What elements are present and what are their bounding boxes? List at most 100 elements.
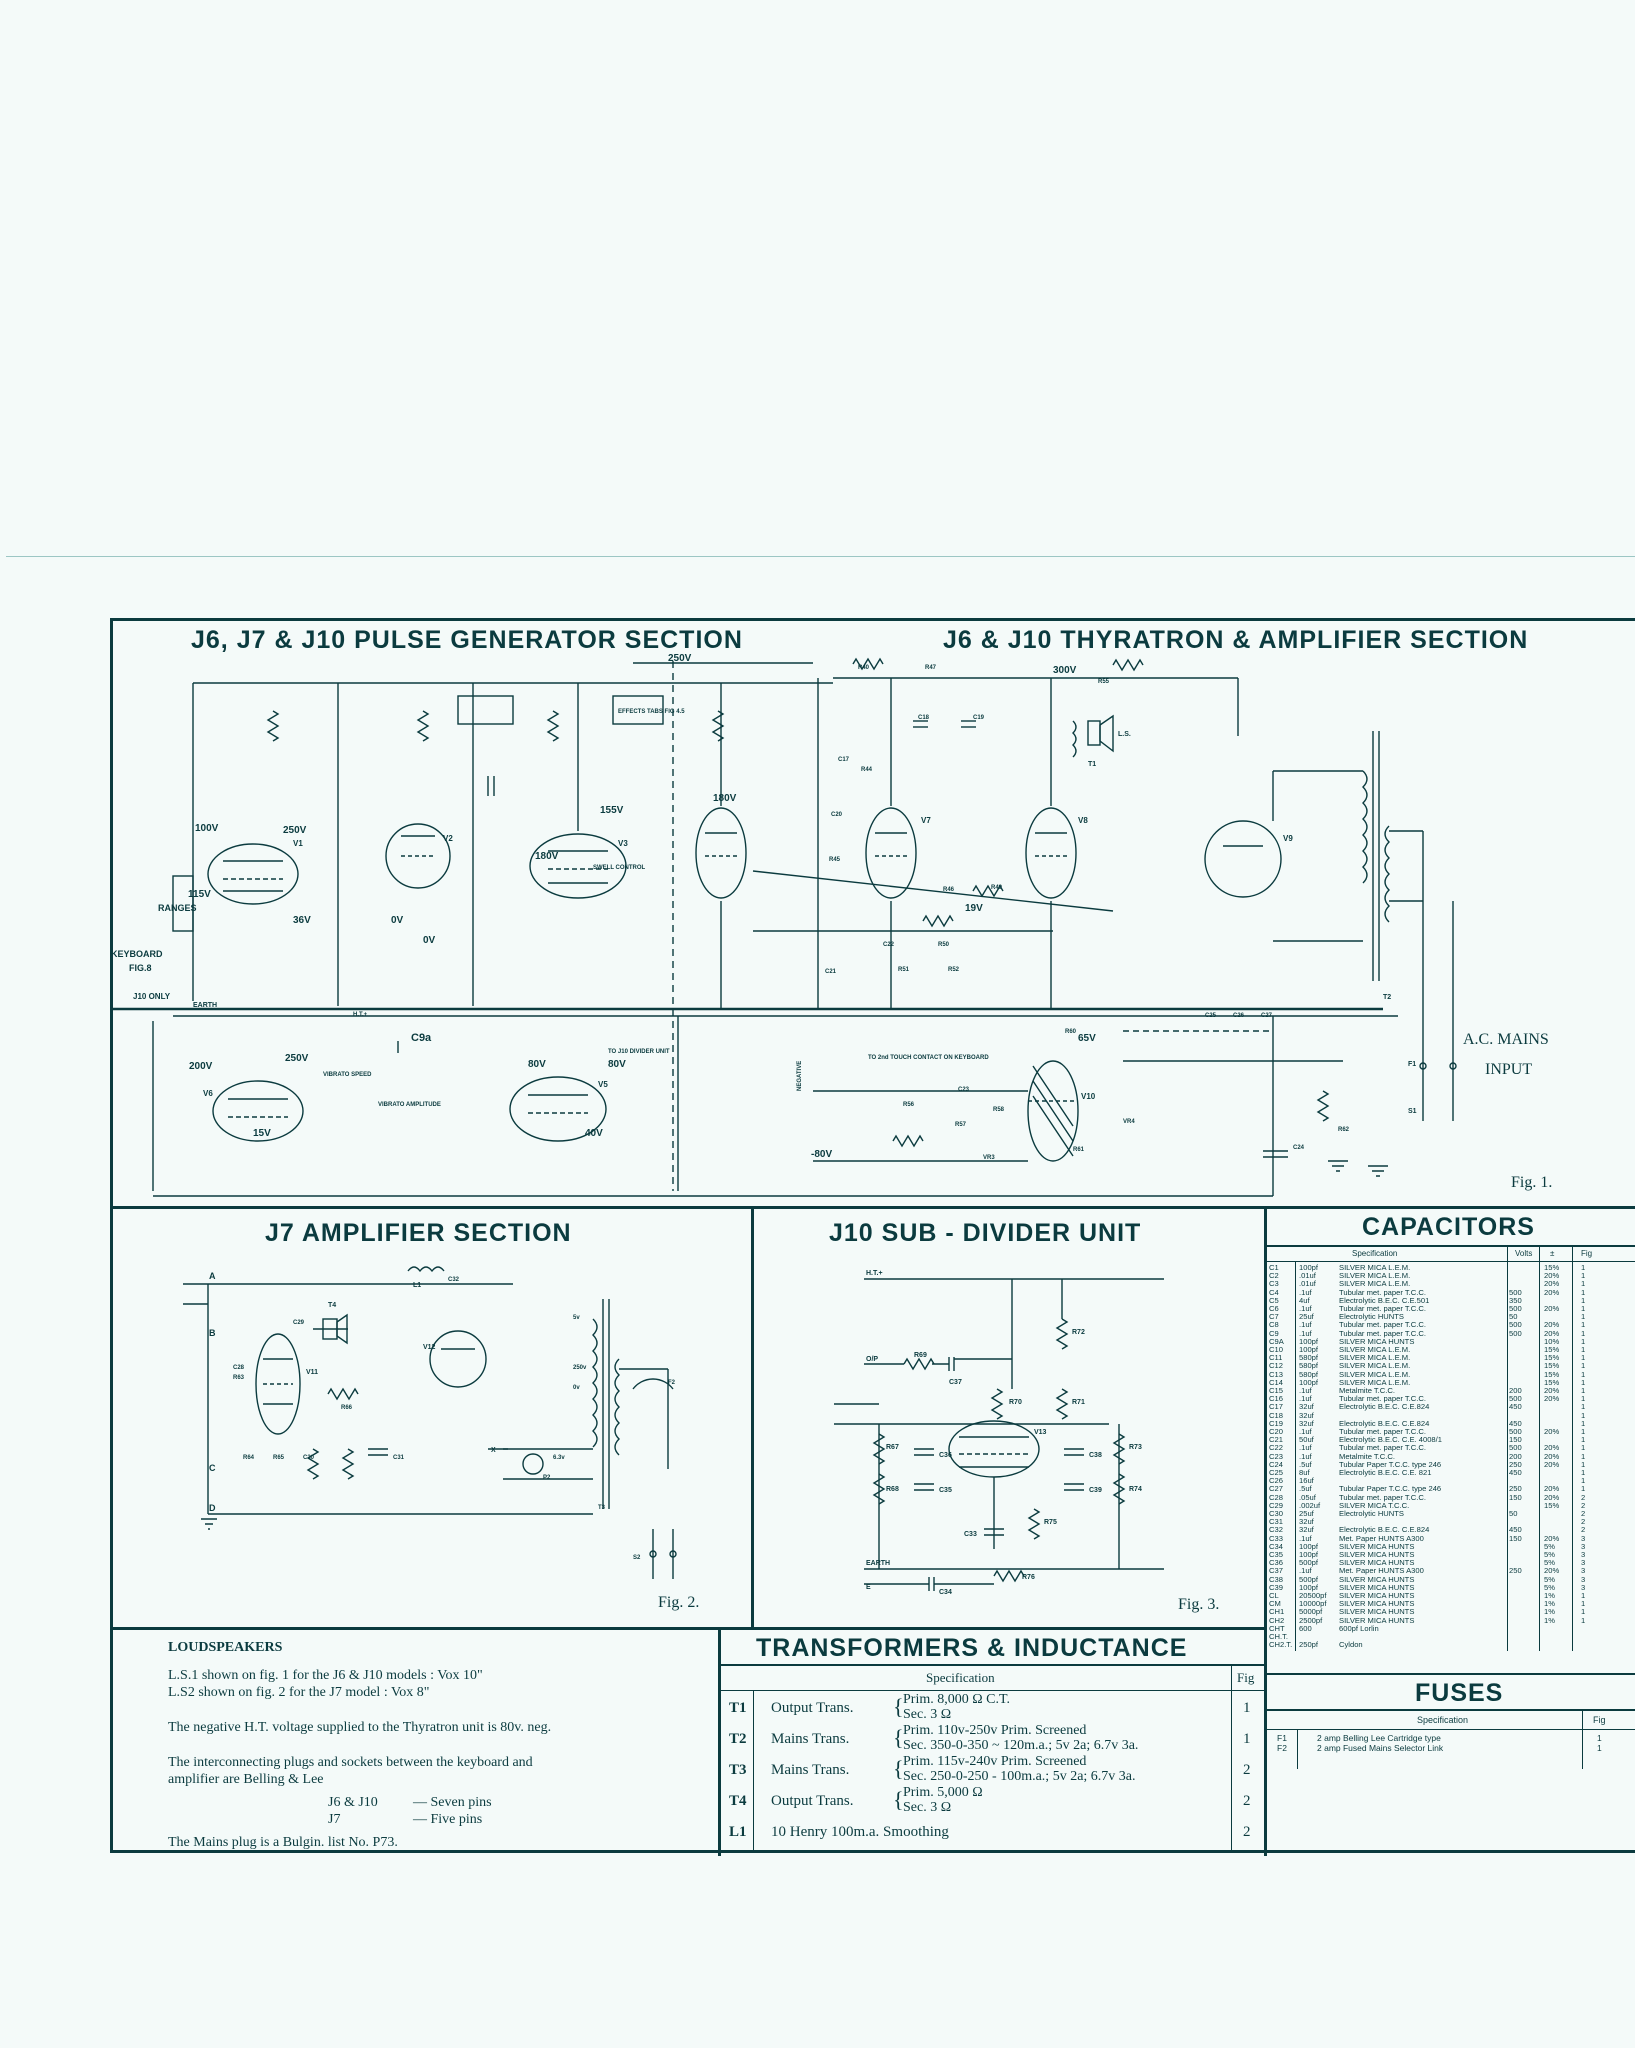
fuse-spec: 2 amp Belling Lee Cartridge type bbox=[1317, 1733, 1441, 1743]
capacitor-cell: Tubular met. paper T.C.C. bbox=[1339, 1427, 1426, 1436]
capacitor-cell: 500 bbox=[1509, 1287, 1522, 1297]
capacitor-cell: 2 bbox=[1581, 1525, 1586, 1535]
transformer-fig: 2 bbox=[1243, 1793, 1251, 1809]
capacitor-cell: Cyldon bbox=[1339, 1640, 1363, 1650]
capacitor-cell: 1 bbox=[1581, 1312, 1586, 1322]
label-300v: 300V bbox=[1053, 665, 1077, 676]
capacitor-cell: 1 bbox=[1581, 1615, 1586, 1625]
fuses-subheader-rule bbox=[1267, 1729, 1635, 1730]
capacitor-cell: SILVER MICA HUNTS bbox=[1339, 1558, 1415, 1568]
fig3-label-r68: R68 bbox=[886, 1486, 899, 1493]
capacitor-cell: 500 bbox=[1509, 1304, 1522, 1313]
label-250v-v6: 250V bbox=[285, 1053, 309, 1064]
capacitor-cell: SILVER MICA L.E.M. bbox=[1339, 1263, 1411, 1272]
fig3-label-r73: R73 bbox=[1129, 1444, 1142, 1451]
fig2-label-f2: F2 bbox=[668, 1380, 676, 1386]
capacitors-col-rule-1 bbox=[1295, 1261, 1296, 1651]
label-r57: R57 bbox=[955, 1122, 967, 1128]
fig1-schematic: 250V 300V 100V 250V 115V 36V 0V 0V 180V … bbox=[113, 653, 1457, 1197]
capacitor-cell: 1 bbox=[1581, 1279, 1586, 1289]
transformer-spec-primary: Prim. 115v-240v Prim. Screened bbox=[903, 1754, 1087, 1769]
capacitor-cell: Tubular met. paper T.C.C. bbox=[1339, 1320, 1426, 1330]
capacitor-cell: C9 bbox=[1269, 1328, 1279, 1338]
capacitor-cell: C11 bbox=[1269, 1353, 1283, 1363]
fig2-label-r64: R64 bbox=[243, 1455, 255, 1461]
capacitor-row: CH.T. bbox=[1269, 1632, 1635, 1641]
label-c27: C27 bbox=[1261, 1013, 1273, 1019]
capacitor-cell: Tubular met. paper T.C.C. bbox=[1339, 1443, 1426, 1453]
capacitor-cell: 1 bbox=[1581, 1386, 1586, 1395]
label-v2: V2 bbox=[443, 834, 453, 843]
capacitor-cell: .1uf bbox=[1299, 1394, 1312, 1404]
capacitor-cell: 1 bbox=[1581, 1328, 1586, 1338]
capacitor-cell: 1 bbox=[1581, 1451, 1586, 1461]
label-divider-unit: TO J10 DIVIDER UNIT bbox=[608, 1049, 670, 1055]
capacitor-cell: C6 bbox=[1269, 1304, 1279, 1313]
fuse-fig: 1 bbox=[1597, 1743, 1602, 1753]
label-80v: 80V bbox=[528, 1059, 546, 1070]
fig2-label-c30: C30 bbox=[303, 1455, 315, 1461]
capacitor-cell: 1% bbox=[1544, 1607, 1555, 1617]
capacitors-header-volts: Volts bbox=[1515, 1249, 1533, 1258]
capacitor-cell: SILVER MICA HUNTS bbox=[1339, 1607, 1415, 1617]
capacitor-cell: C3 bbox=[1269, 1279, 1279, 1289]
capacitor-cell: 15% bbox=[1544, 1263, 1560, 1272]
ls-note-para1: The negative H.T. voltage supplied to th… bbox=[168, 1720, 552, 1735]
fig2-panel: J7 AMPLIFIER SECTION Fig. 2. bbox=[113, 1209, 751, 1627]
notes-transformers-divider bbox=[718, 1627, 721, 1856]
ls-plug2-model: J7 bbox=[328, 1812, 341, 1827]
page-top-rule bbox=[6, 556, 1635, 557]
capacitor-cell: 1 bbox=[1581, 1591, 1586, 1600]
capacitor-cell: C26 bbox=[1269, 1476, 1283, 1486]
label-vibrato-amplitude: VIBRATO AMPLITUDE bbox=[378, 1102, 441, 1108]
capacitor-cell: 150 bbox=[1509, 1435, 1522, 1445]
capacitor-cell: 1% bbox=[1544, 1591, 1555, 1600]
label-r61: R61 bbox=[1073, 1147, 1085, 1153]
capacitor-cell: 1 bbox=[1581, 1410, 1586, 1420]
fig3-label-r75: R75 bbox=[1044, 1519, 1057, 1526]
label-v10: V10 bbox=[1081, 1092, 1096, 1101]
capacitor-cell: .01uf bbox=[1299, 1279, 1316, 1289]
capacitor-cell: Metalmite T.C.C. bbox=[1339, 1386, 1395, 1395]
capacitor-cell: 450 bbox=[1509, 1418, 1522, 1428]
capacitor-cell: C31 bbox=[1269, 1517, 1283, 1527]
capacitor-cell: 1 bbox=[1581, 1287, 1586, 1297]
capacitor-cell: 15% bbox=[1544, 1361, 1560, 1371]
transformer-spec-secondary: Sec. 3 Ω bbox=[903, 1800, 952, 1815]
transformer-name: Mains Trans. bbox=[771, 1731, 850, 1747]
fig2-label-p2: P2 bbox=[543, 1475, 551, 1481]
capacitor-cell: 250 bbox=[1509, 1566, 1522, 1576]
capacitor-cell: 20% bbox=[1544, 1271, 1560, 1281]
loudspeakers-panel: LOUDSPEAKERS L.S.1 shown on fig. 1 for t… bbox=[113, 1630, 718, 1850]
capacitor-cell: C21 bbox=[1269, 1435, 1283, 1445]
label-negative: NEGATIVE bbox=[797, 1061, 803, 1091]
capacitor-cell: 32uf bbox=[1299, 1525, 1314, 1535]
fig2-label-c29: C29 bbox=[293, 1320, 305, 1326]
capacitor-cell: 1 bbox=[1581, 1320, 1586, 1330]
label-100v: 100V bbox=[195, 823, 219, 834]
capacitor-cell: 4uf bbox=[1299, 1295, 1310, 1305]
label-80v-b: 80V bbox=[608, 1059, 626, 1070]
label-15v: 15V bbox=[253, 1128, 271, 1139]
capacitor-cell: 1 bbox=[1581, 1377, 1586, 1387]
capacitor-cell: 100pf bbox=[1299, 1336, 1319, 1346]
capacitor-cell: .1uf bbox=[1299, 1427, 1312, 1436]
fig2-label-c32: C32 bbox=[448, 1277, 460, 1283]
capacitor-cell: Tubular met. paper T.C.C. bbox=[1339, 1328, 1426, 1338]
j7-amplifier-title: J7 AMPLIFIER SECTION bbox=[265, 1219, 572, 1247]
capacitor-cell: 1 bbox=[1581, 1369, 1586, 1379]
label-c23: C23 bbox=[958, 1087, 970, 1093]
capacitor-cell: 350 bbox=[1509, 1295, 1522, 1305]
capacitor-cell: 1 bbox=[1581, 1599, 1586, 1609]
capacitor-cell: 3 bbox=[1581, 1558, 1586, 1568]
label-r52: R52 bbox=[948, 967, 960, 973]
label-r49: R49 bbox=[991, 885, 1003, 891]
capacitor-cell: 50uf bbox=[1299, 1435, 1314, 1445]
fig2-label-s2: S2 bbox=[633, 1555, 641, 1561]
capacitor-cell: 32uf bbox=[1299, 1517, 1314, 1527]
label-v8: V8 bbox=[1078, 816, 1088, 825]
